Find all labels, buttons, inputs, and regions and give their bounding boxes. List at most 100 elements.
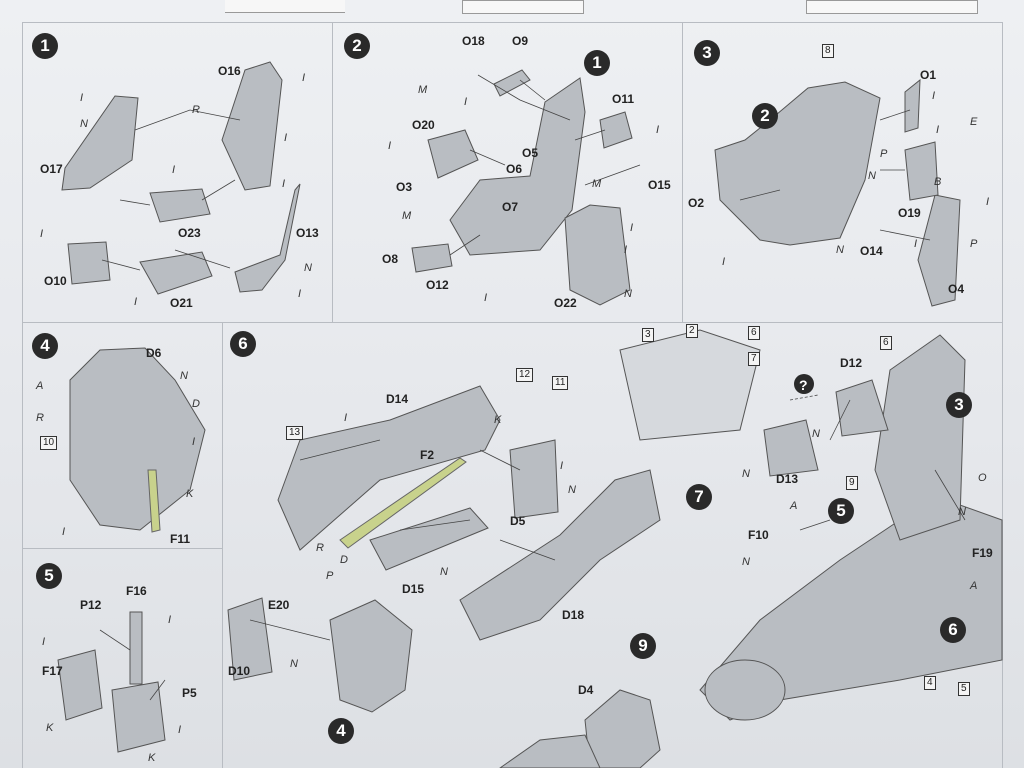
part-o16 xyxy=(221,61,283,191)
part-label: O7 xyxy=(502,200,519,214)
part-o11 xyxy=(599,111,633,149)
finish-code: N xyxy=(568,484,576,496)
part-label: D12 xyxy=(840,356,863,370)
part-label: O22 xyxy=(554,296,577,310)
part-o20 xyxy=(427,129,479,179)
divider-v4 xyxy=(1002,22,1003,768)
finish-code: I xyxy=(722,256,726,268)
part-label: D10 xyxy=(228,664,251,678)
finish-code: I xyxy=(624,244,628,256)
finish-code: N xyxy=(80,118,88,130)
part-label: O14 xyxy=(860,244,883,258)
finish-code: D xyxy=(192,398,200,410)
part-d18 xyxy=(459,469,661,641)
ref-box: 8 xyxy=(822,44,834,58)
part-d12 xyxy=(835,379,889,437)
ref-box: 6 xyxy=(880,336,892,350)
finish-code: N xyxy=(180,370,188,382)
header-box-left xyxy=(462,0,584,14)
part-label: O8 xyxy=(382,252,399,266)
step-4: 4 xyxy=(32,333,58,359)
part-label: D15 xyxy=(402,582,425,596)
part-label: P12 xyxy=(80,598,102,612)
finish-code: B xyxy=(934,176,942,188)
finish-code: I xyxy=(936,124,940,136)
finish-code: P xyxy=(970,238,978,250)
finish-code: N xyxy=(958,506,966,518)
finish-code: I xyxy=(484,292,488,304)
part-o9 xyxy=(493,69,531,97)
part-f17 xyxy=(57,649,103,721)
step-6: 6 xyxy=(230,331,256,357)
part-o17 xyxy=(61,95,139,191)
part-d4-housing xyxy=(584,689,661,768)
finish-code: I xyxy=(388,140,392,152)
part-o2-seat xyxy=(714,81,881,246)
part-label: O9 xyxy=(512,34,529,48)
ref-box: 6 xyxy=(748,326,760,340)
finish-code: A xyxy=(970,580,978,592)
part-f16-stick xyxy=(129,611,143,685)
finish-code: I xyxy=(192,436,196,448)
step-5: 5 xyxy=(36,563,62,589)
part-label: F17 xyxy=(42,664,63,678)
part-e20-cover xyxy=(329,599,413,713)
part-label: O21 xyxy=(170,296,193,310)
finish-code: N xyxy=(304,262,312,274)
part-d13 xyxy=(763,419,819,477)
divider-v3 xyxy=(222,322,223,768)
step-6-ref-4: 4 xyxy=(328,718,354,744)
finish-code: I xyxy=(302,72,306,84)
part-label: F11 xyxy=(170,532,191,546)
divider-h0 xyxy=(22,22,1002,23)
part-label: D13 xyxy=(776,472,799,486)
finish-code: I xyxy=(914,238,918,250)
part-label: O3 xyxy=(396,180,413,194)
part-f2 xyxy=(339,457,467,549)
svg-text:?: ? xyxy=(799,377,808,393)
finish-code: I xyxy=(656,124,660,136)
step-7-ref-6: 6 xyxy=(940,617,966,643)
finish-code: I xyxy=(560,460,564,472)
finish-code: A xyxy=(790,500,798,512)
finish-code: N xyxy=(812,428,820,440)
step-2-ref-1: 1 xyxy=(584,50,610,76)
ref-box: 11 xyxy=(552,376,569,390)
part-label: O20 xyxy=(412,118,435,132)
part-f16-base xyxy=(111,681,166,753)
part-label: D18 xyxy=(562,608,585,622)
finish-code: M xyxy=(402,210,412,222)
part-o4 xyxy=(917,194,961,307)
part-label: O18 xyxy=(462,34,485,48)
part-o1 xyxy=(904,78,921,133)
finish-code: I xyxy=(62,526,66,538)
step-3-ref-2: 2 xyxy=(752,103,778,129)
part-label: O6 xyxy=(506,162,523,176)
question-marker xyxy=(794,374,814,394)
part-label: F19 xyxy=(972,546,993,560)
part-o21 xyxy=(139,251,213,295)
ref-box: 9 xyxy=(846,476,858,490)
finish-code: A xyxy=(36,380,44,392)
part-label: O5 xyxy=(522,146,539,160)
finish-code: I xyxy=(282,178,286,190)
header-box-far-left xyxy=(225,0,345,13)
finish-code: N xyxy=(742,468,750,480)
divider-h2 xyxy=(22,548,222,549)
part-d4-dome xyxy=(499,734,601,768)
step-7-ref-3: 3 xyxy=(946,392,972,418)
finish-code: D xyxy=(340,554,348,566)
finish-code: N xyxy=(742,556,750,568)
part-label: D14 xyxy=(386,392,409,406)
part-label: O15 xyxy=(648,178,671,192)
step-9: 9 xyxy=(630,633,656,659)
ref-box: 13 xyxy=(286,426,304,440)
finish-code: K xyxy=(148,752,156,764)
step-7: 7 xyxy=(686,484,712,510)
finish-code: R xyxy=(192,104,200,116)
step-1: 1 xyxy=(32,33,58,59)
finish-code: R xyxy=(316,542,324,554)
finish-code: O xyxy=(978,472,987,484)
finish-code: K xyxy=(186,488,194,500)
part-label: F10 xyxy=(748,528,769,542)
